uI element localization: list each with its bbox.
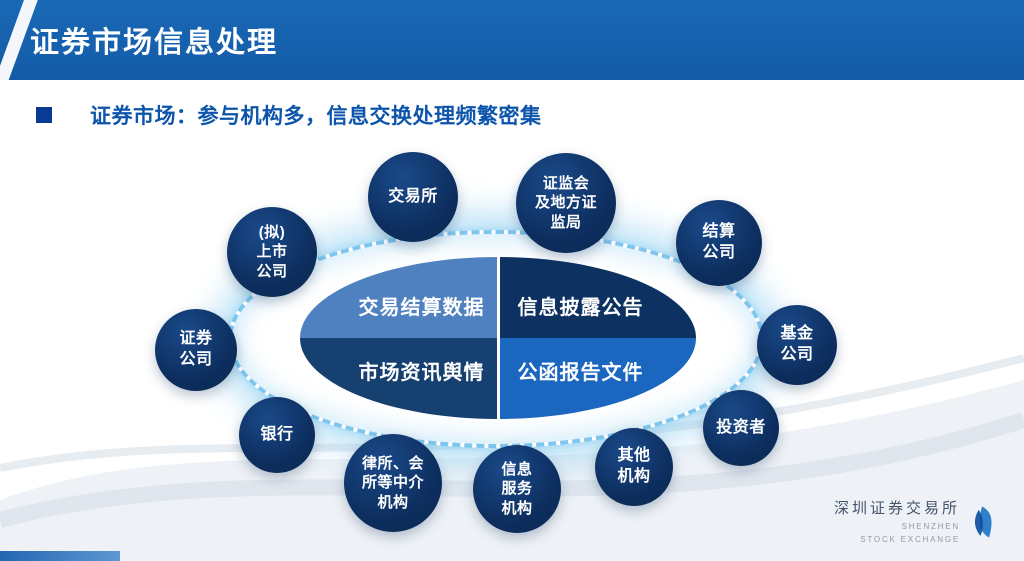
- node-fund-co: 基金 公司: [757, 305, 837, 385]
- szse-logo-en-line2: STOCK EXCHANGE: [860, 535, 960, 545]
- node-label: (拟) 上市 公司: [256, 223, 288, 280]
- szse-logo-en: SHENZHEN STOCK EXCHANGE: [834, 521, 960, 547]
- node-banks: 银行: [239, 397, 315, 473]
- node-exchange: 交易所: [368, 152, 458, 242]
- szse-logo: 深圳证券交易所 SHENZHEN STOCK EXCHANGE: [834, 497, 996, 547]
- node-label: 律所、会 所等中介 机构: [361, 454, 424, 511]
- node-label: 其他 机构: [617, 447, 651, 485]
- szse-logo-mark-icon: [974, 506, 992, 538]
- node-info-service: 信息 服务 机构: [473, 445, 561, 533]
- node-clearing-co: 结算 公司: [676, 200, 762, 286]
- node-label: 证监会 及地方证 监局: [534, 174, 597, 231]
- quadrant-label: 信息披露公告: [517, 297, 644, 319]
- node-label: 基金 公司: [780, 325, 814, 363]
- node-label: 信息 服务 机构: [501, 460, 533, 517]
- node-other-orgs: 其他 机构: [595, 428, 673, 506]
- quadrant-label: 市场资讯舆情: [358, 362, 485, 384]
- bullet-square-icon: [36, 107, 52, 123]
- quadrant-label: 交易结算数据: [358, 297, 485, 319]
- node-label: 证券 公司: [179, 330, 213, 368]
- header-bar: 证券市场信息处理: [0, 0, 1024, 80]
- node-intermediaries: 律所、会 所等中介 机构: [344, 434, 442, 532]
- page-title: 证券市场信息处理: [30, 27, 279, 59]
- node-label: 投资者: [716, 418, 766, 436]
- node-label: 银行: [260, 425, 294, 443]
- node-listed-co: (拟) 上市 公司: [227, 207, 317, 297]
- node-label: 交易所: [388, 187, 438, 205]
- node-securities-co: 证券 公司: [155, 309, 237, 391]
- szse-logo-cn: 深圳证券交易所: [833, 500, 960, 518]
- szse-logo-text: 深圳证券交易所 SHENZHEN STOCK EXCHANGE: [834, 497, 960, 547]
- node-csrc-regulators: 证监会 及地方证 监局: [516, 153, 616, 253]
- szse-logo-en-line1: SHENZHEN: [901, 522, 960, 532]
- hub-ellipse: 交易结算数据 信息披露公告 市场资讯舆情 公函报告文件: [300, 257, 696, 419]
- bottom-left-strip: [0, 551, 120, 561]
- node-investors: 投资者: [703, 390, 779, 466]
- node-label: 结算 公司: [702, 223, 736, 261]
- quadrant-label: 公函报告文件: [517, 362, 644, 384]
- bullet-line: 证券市场：参与机构多，信息交换处理频繁密集: [36, 100, 542, 130]
- bullet-text: 证券市场：参与机构多，信息交换处理频繁密集: [90, 105, 542, 128]
